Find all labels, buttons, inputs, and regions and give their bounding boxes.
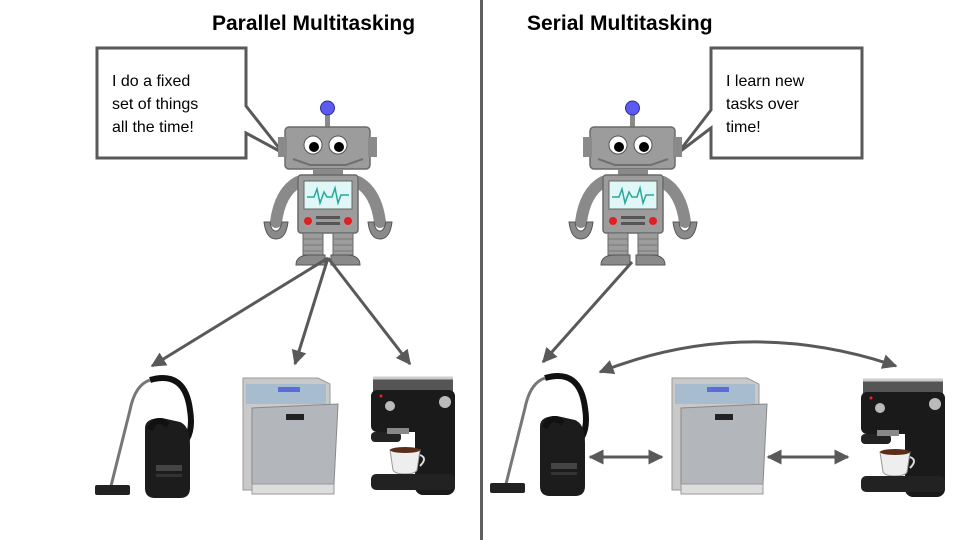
speech-line: I learn new bbox=[726, 73, 805, 90]
arrow-vacuum-espresso-curved-right bbox=[598, 340, 898, 375]
arrow-robot-to-dishwasher-left bbox=[291, 257, 330, 366]
espresso-machine-right-icon bbox=[859, 378, 947, 497]
panel-divider bbox=[480, 0, 483, 540]
dishwasher-left-icon bbox=[242, 377, 339, 495]
speech-line: set of things bbox=[112, 96, 199, 113]
speech-bubble-left-text: I do a fixed set of things all the time! bbox=[112, 70, 198, 139]
arrow-robot-to-vacuum-left bbox=[150, 256, 329, 368]
speech-bubble-right-text: I learn new tasks over time! bbox=[726, 70, 804, 139]
robot-right-icon bbox=[569, 101, 697, 265]
arrow-robot-to-vacuum-right bbox=[541, 261, 634, 364]
speech-line: time! bbox=[726, 119, 761, 136]
vacuum-cleaner-right-icon bbox=[490, 376, 586, 496]
speech-line: tasks over bbox=[726, 96, 799, 113]
espresso-machine-left-icon bbox=[369, 376, 457, 495]
speech-line: I do a fixed bbox=[112, 73, 191, 90]
serial-multitasking-title: Serial Multitasking bbox=[527, 12, 713, 35]
arrow-robot-to-espresso-left bbox=[326, 257, 412, 366]
speech-bubble-right bbox=[676, 46, 864, 160]
parallel-multitasking-title: Parallel Multitasking bbox=[212, 12, 416, 35]
robot-left-icon bbox=[264, 101, 392, 265]
vacuum-cleaner-left-icon bbox=[95, 378, 191, 498]
speech-bubble-left bbox=[95, 46, 285, 160]
dishwasher-right-icon bbox=[671, 377, 768, 495]
speech-line: all the time! bbox=[112, 119, 194, 136]
